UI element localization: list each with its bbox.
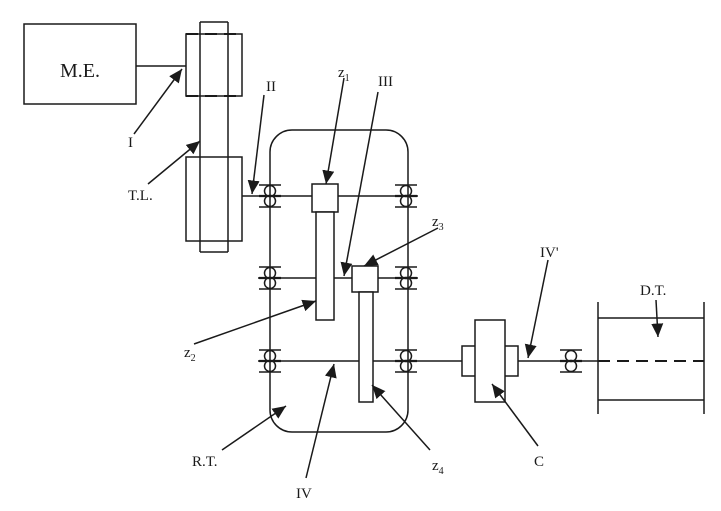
gear-z4 <box>358 291 374 403</box>
reducer-housing <box>269 129 409 433</box>
drive-pulley <box>185 33 243 97</box>
label-gear-z3: z3 <box>432 214 444 233</box>
coupling <box>461 319 519 403</box>
label-shaft-1: I <box>128 135 133 151</box>
label-shaft-4-out: IV' <box>540 245 559 261</box>
label-belt: T.L. <box>128 188 153 204</box>
driven-pulley <box>185 156 243 242</box>
label-gear-z2: z2 <box>184 345 196 364</box>
label-gear-z4: z4 <box>432 458 444 477</box>
label-drum: D.T. <box>640 283 666 299</box>
motor: M.E. <box>23 23 137 105</box>
label-shaft-3: III <box>378 74 393 90</box>
motor-label: M.E. <box>60 60 100 82</box>
label-reducer: R.T. <box>192 454 218 470</box>
gear-z2 <box>315 211 335 321</box>
label-shaft-2: II <box>266 79 276 95</box>
label-shaft-4: IV <box>296 486 312 502</box>
belt-drive <box>185 21 243 253</box>
leader-lines <box>133 68 664 479</box>
label-gear-z1: z1 <box>338 65 350 84</box>
drum <box>597 302 705 414</box>
gear-z3 <box>351 265 379 293</box>
gear-z1 <box>311 183 339 213</box>
label-coupling: C <box>534 454 544 470</box>
